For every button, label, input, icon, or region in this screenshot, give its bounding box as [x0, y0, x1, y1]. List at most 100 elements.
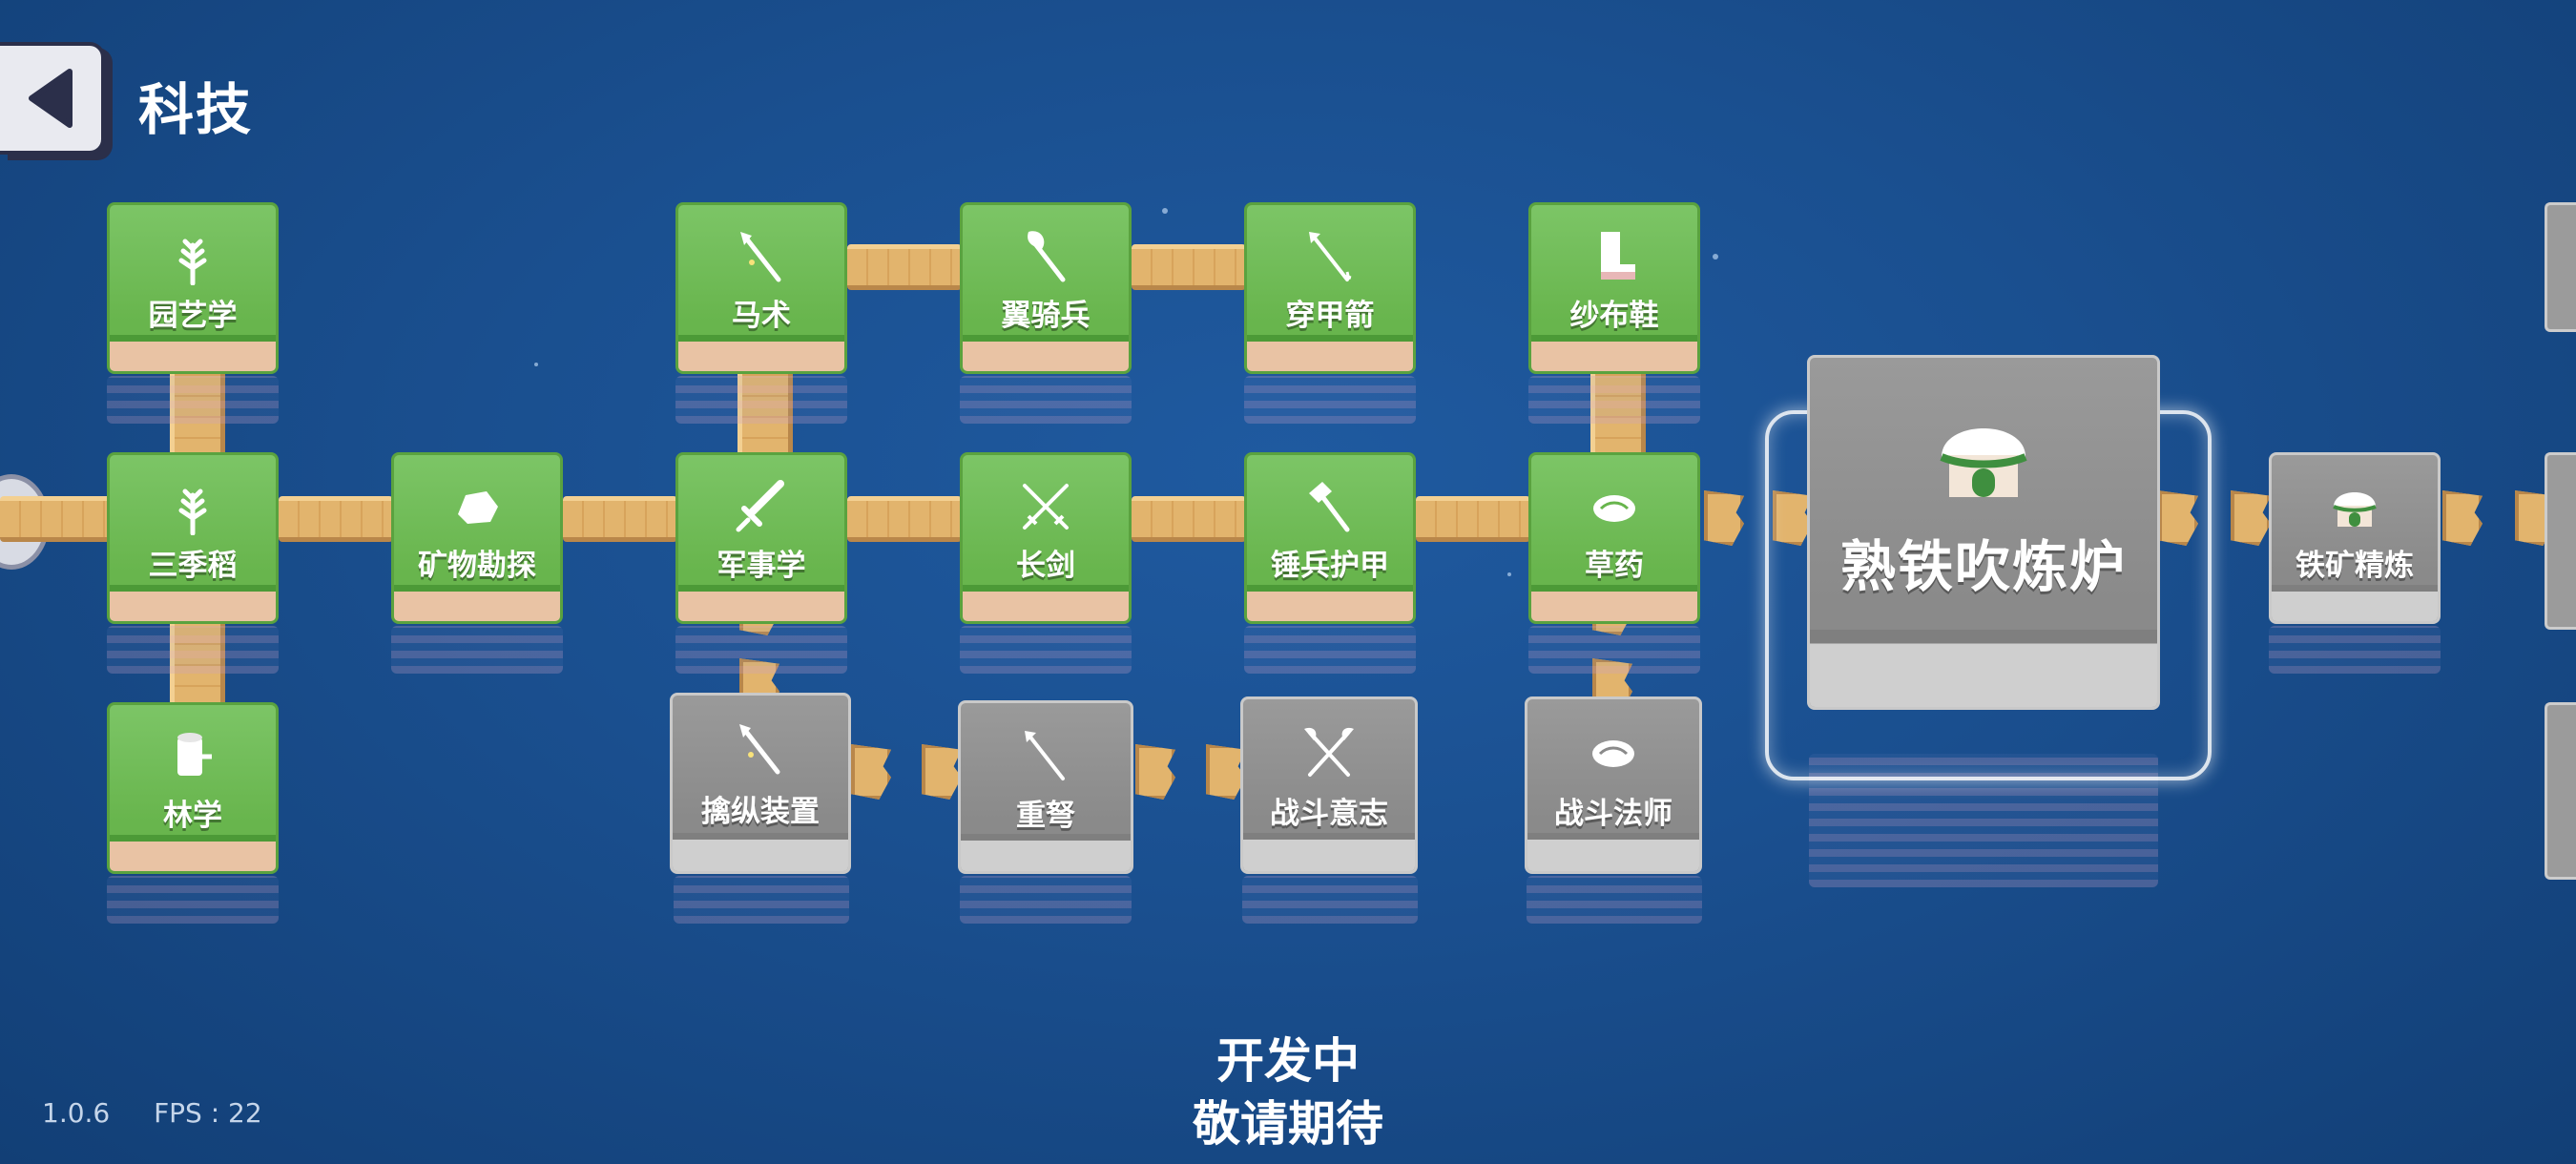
connector [847, 244, 962, 290]
offscreen-tile[interactable] [2545, 202, 2576, 332]
version-info: 1.0.6 FPS : 22 [42, 1097, 262, 1129]
tile-reflection [960, 376, 1132, 424]
connector [563, 496, 677, 542]
star [534, 363, 538, 366]
back-arrow-icon [29, 69, 73, 128]
fps-counter: FPS : 22 [154, 1097, 262, 1129]
tech-label: 熟铁吹炼炉 [1839, 534, 2127, 600]
furnace-icon [1940, 427, 2027, 497]
tile-reflection [391, 626, 563, 674]
tile-reflection [960, 876, 1132, 924]
connector-stub [2442, 490, 2483, 546]
tile-reflection [1809, 754, 2158, 887]
wheat-icon [178, 488, 207, 536]
tech-label: 纱布鞋 [1569, 299, 1659, 334]
tech-tile-shabuxie[interactable]: 纱布鞋 [1528, 202, 1700, 374]
tech-label: 穿甲箭 [1285, 299, 1375, 334]
crossed-swords-icon [1023, 484, 1069, 530]
herb-icon [1593, 495, 1635, 523]
spear-icon [740, 232, 781, 282]
hammer-icon [1309, 482, 1350, 532]
tile-reflection [1528, 626, 1700, 674]
tech-label: 锤兵护甲 [1271, 549, 1389, 584]
connector [1132, 496, 1246, 542]
tech-tile-mashu[interactable]: 马术 [675, 202, 847, 374]
tile-reflection [675, 376, 847, 424]
tech-label: 战斗意志 [1270, 796, 1388, 831]
connector-stub [922, 744, 962, 800]
tech-tile-chuanjia[interactable]: 穿甲箭 [1244, 202, 1416, 374]
star [1162, 208, 1168, 214]
tech-label: 草药 [1585, 549, 1644, 584]
stump-icon [177, 733, 212, 777]
dev-notice-line2: 敬请期待 [1193, 1096, 1383, 1152]
star [1507, 572, 1511, 576]
arrow-icon [1025, 730, 1065, 780]
page-title: 科技 [138, 77, 254, 142]
ore-icon [458, 491, 498, 525]
tech-tile-changjian[interactable]: 长剑 [960, 452, 1132, 624]
tech-label: 矿物勘探 [418, 549, 536, 584]
tech-label: 军事学 [717, 549, 806, 584]
tile-reflection [1244, 626, 1416, 674]
star [1713, 254, 1718, 260]
tech-tile-sanjidao[interactable]: 三季稻 [107, 452, 279, 624]
tech-label: 园艺学 [148, 299, 238, 334]
connector-stub [1135, 744, 1175, 800]
tile-reflection [1527, 876, 1702, 924]
tile-reflection [675, 626, 847, 674]
tech-tile-yuanyixue[interactable]: 园艺学 [107, 202, 279, 374]
offscreen-tile[interactable] [2545, 702, 2576, 880]
tile-reflection [107, 376, 279, 424]
connector-stub [851, 744, 891, 800]
tech-tile-zhongnu[interactable]: 重弩 [958, 700, 1133, 874]
boot-icon [1601, 232, 1635, 281]
sword-icon [736, 480, 784, 532]
offscreen-tile[interactable] [2545, 452, 2576, 630]
connector [0, 496, 114, 542]
tech-tile-chuibing[interactable]: 锤兵护甲 [1244, 452, 1416, 624]
tech-tile-qinzong[interactable]: 擒纵装置 [670, 693, 851, 874]
tech-label: 长剑 [1016, 549, 1075, 584]
tile-reflection [1528, 376, 1700, 424]
wheat-icon [178, 239, 207, 286]
tech-label: 重弩 [1016, 798, 1075, 833]
tech-label: 战斗法师 [1554, 796, 1672, 831]
tile-reflection [1242, 876, 1418, 924]
connector-stub [1704, 490, 1744, 546]
connector [847, 496, 962, 542]
connector [279, 496, 393, 542]
tech-label: 三季稻 [148, 549, 238, 584]
crossed-axes-icon [1304, 728, 1354, 778]
connector [1416, 496, 1530, 542]
tech-tile-linxue[interactable]: 林学 [107, 702, 279, 874]
back-button[interactable] [0, 42, 105, 155]
furnace-icon [2333, 492, 2377, 528]
tile-reflection [1244, 376, 1416, 424]
tech-tile-caoyao[interactable]: 草药 [1528, 452, 1700, 624]
tech-tile-tiekuang[interactable]: 铁矿精炼 [2269, 452, 2441, 624]
tech-tile-yiqibing[interactable]: 翼骑兵 [960, 202, 1132, 374]
connector-stub [2231, 490, 2271, 546]
tech-tile-shutie[interactable]: 熟铁吹炼炉 [1807, 355, 2160, 710]
axe-icon [1028, 231, 1066, 282]
tech-label: 铁矿精炼 [2296, 549, 2414, 584]
tile-reflection [2269, 626, 2441, 674]
tile-reflection [960, 626, 1132, 674]
herb-icon [1592, 740, 1634, 768]
tile-reflection [107, 626, 279, 674]
tech-label: 擒纵装置 [701, 794, 820, 829]
tile-reflection [674, 876, 849, 924]
tech-label: 马术 [732, 299, 791, 334]
tech-tile-zhandouyizhi[interactable]: 战斗意志 [1240, 696, 1418, 874]
tech-label: 翼骑兵 [1001, 299, 1091, 334]
tech-tile-kuangwu[interactable]: 矿物勘探 [391, 452, 563, 624]
spear-icon [739, 723, 780, 775]
connector [1132, 244, 1246, 290]
tech-tile-junshi[interactable]: 军事学 [675, 452, 847, 624]
dev-notice-line1: 开发中 [1216, 1033, 1360, 1089]
tech-tile-zhandoufashi[interactable]: 战斗法师 [1525, 696, 1702, 874]
version-number: 1.0.6 [42, 1097, 111, 1129]
tech-label: 林学 [163, 799, 222, 834]
tile-reflection [107, 876, 279, 924]
